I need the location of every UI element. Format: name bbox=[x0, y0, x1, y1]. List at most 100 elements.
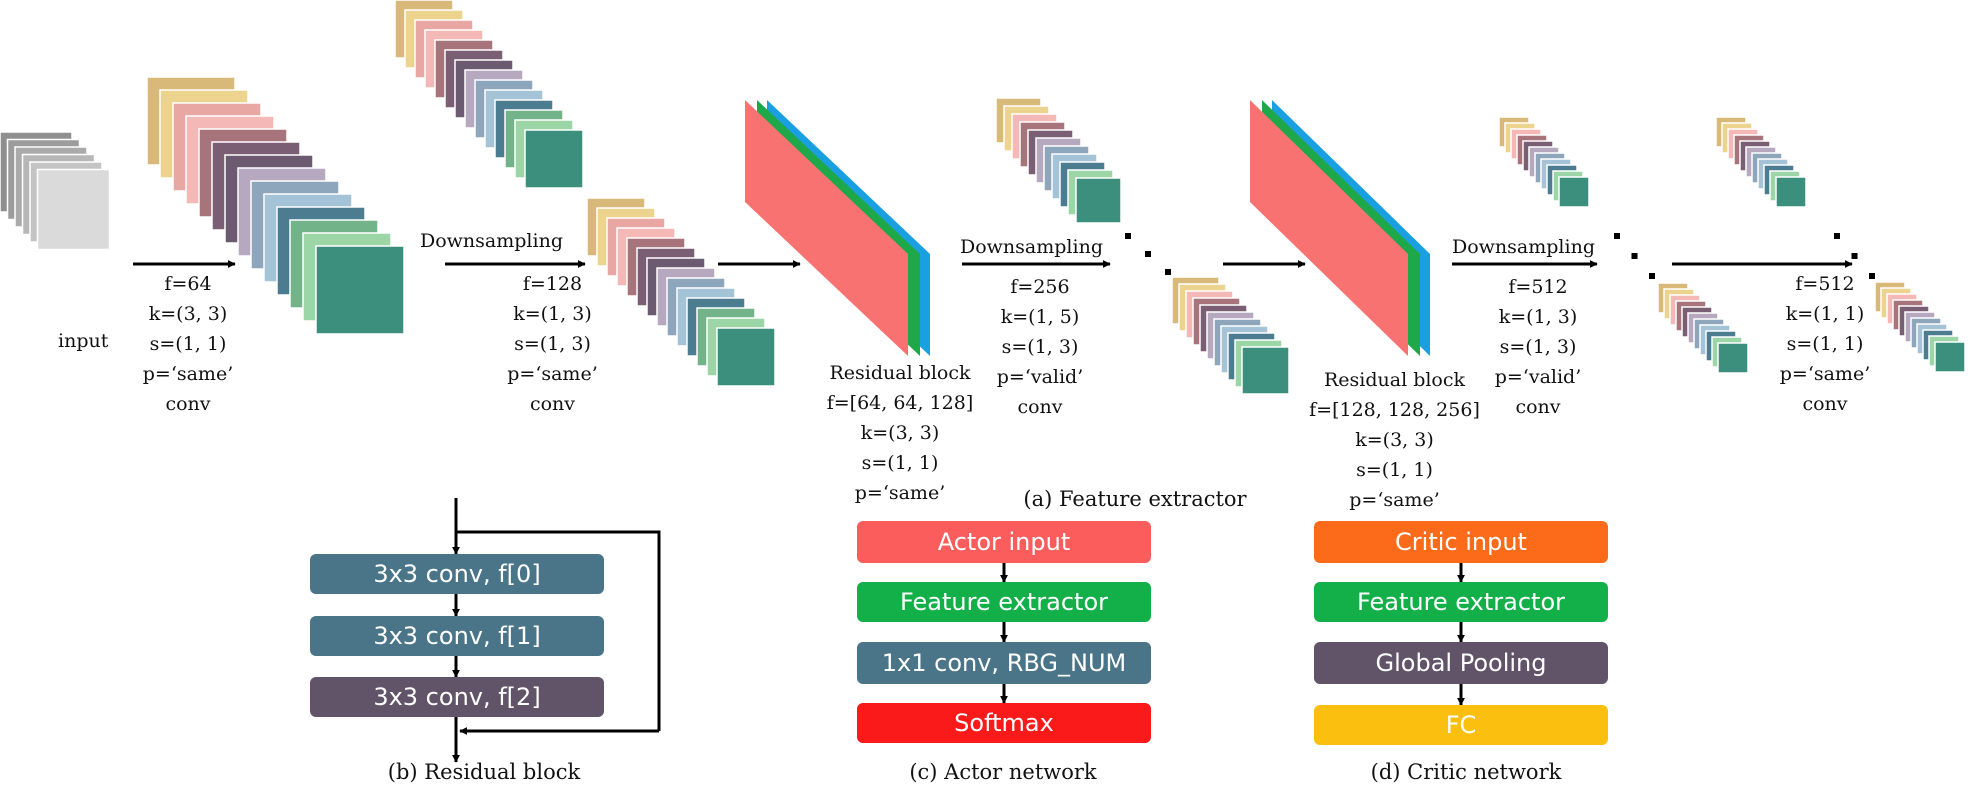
conv3-k: k=(1, 5) bbox=[1000, 306, 1080, 328]
caption-actor-network: (c) Actor network bbox=[909, 760, 1097, 784]
dots-stage-5 bbox=[1834, 233, 1875, 279]
conv3-p: p=‘valid’ bbox=[996, 366, 1084, 388]
conv1-s: s=(1, 1) bbox=[149, 333, 227, 355]
conv3-stack bbox=[1171, 276, 1290, 395]
conv1-p: p=‘same’ bbox=[142, 363, 234, 385]
ellipsis-dots bbox=[1125, 233, 1875, 279]
conv2-stack-top bbox=[394, 0, 584, 189]
conv4-p: p=‘valid’ bbox=[1494, 366, 1582, 388]
feature-map-stacks bbox=[0, 0, 1966, 395]
res2-f: f=[128, 128, 256] bbox=[1309, 399, 1480, 421]
conv3-f: f=256 bbox=[1010, 276, 1070, 298]
res2-p: p=‘same’ bbox=[1349, 489, 1440, 511]
actor-softmax-box: Softmax bbox=[857, 703, 1151, 743]
dots-stage-4-dot bbox=[1614, 233, 1620, 239]
conv3-stack-layer bbox=[1241, 346, 1290, 395]
conv5-stack-top bbox=[1715, 116, 1807, 208]
conv4-params: f=512 k=(1, 3) s=(1, 3) p=‘valid’ conv bbox=[1483, 272, 1593, 422]
dots-stage-4-dot bbox=[1649, 273, 1655, 279]
conv5-type: conv bbox=[1802, 393, 1848, 415]
input-stack bbox=[0, 131, 111, 251]
input-stack-layer bbox=[36, 168, 111, 251]
input-label: input bbox=[58, 330, 109, 352]
dots-stage-3-dot bbox=[1145, 251, 1151, 257]
conv5-f: f=512 bbox=[1795, 273, 1855, 295]
conv1-stack-layer bbox=[315, 245, 405, 335]
conv3-stack-top bbox=[995, 97, 1122, 224]
res1-p: p=‘same’ bbox=[854, 482, 946, 504]
residual-conv-f1: 3x3 conv, f[1] bbox=[310, 616, 604, 656]
residual-block-1-params: Residual block f=[64, 64, 128] k=(3, 3) … bbox=[810, 358, 990, 508]
conv2-stack bbox=[586, 197, 776, 387]
conv1-params: f=64 k=(3, 3) s=(1, 1) p=‘same’ conv bbox=[138, 269, 238, 419]
dots-stage-3 bbox=[1125, 233, 1171, 275]
residual-slab-1-layer bbox=[745, 100, 908, 356]
conv1-stack bbox=[146, 76, 405, 335]
residual-block-2-params: Residual block f=[128, 128, 256] k=(3, 3… bbox=[1297, 365, 1492, 515]
conv2-type: conv bbox=[529, 393, 576, 415]
conv4-stack-top bbox=[1498, 116, 1590, 208]
dots-stage-4 bbox=[1614, 233, 1655, 279]
conv1-f: f=64 bbox=[164, 273, 212, 295]
critic-global-pooling-box: Global Pooling bbox=[1314, 642, 1608, 684]
conv2-k: k=(1, 3) bbox=[513, 303, 592, 325]
dots-stage-3-dot bbox=[1165, 269, 1171, 275]
residual-skip-path bbox=[456, 530, 661, 731]
res1-f: f=[64, 64, 128] bbox=[826, 392, 974, 414]
conv4-stack bbox=[1657, 282, 1749, 374]
res2-title: Residual block bbox=[1323, 369, 1466, 391]
residual-slab-2 bbox=[1250, 100, 1430, 356]
conv4-type: conv bbox=[1515, 396, 1561, 418]
critic-fc-box: FC bbox=[1314, 705, 1608, 745]
downsampling-label-1: Downsampling bbox=[420, 230, 563, 252]
conv5-stack-top-layer bbox=[1775, 176, 1807, 208]
conv5-params: f=512 k=(1, 1) s=(1, 1) p=‘same’ conv bbox=[1770, 269, 1880, 419]
res1-k: k=(3, 3) bbox=[860, 422, 940, 444]
res1-title: Residual block bbox=[829, 362, 971, 384]
conv5-p: p=‘same’ bbox=[1779, 363, 1871, 385]
actor-input-box: Actor input bbox=[857, 521, 1151, 563]
conv4-stack-layer bbox=[1717, 342, 1749, 374]
critic-feature-extractor-box: Feature extractor bbox=[1314, 582, 1608, 622]
flow-arrows bbox=[133, 260, 1853, 763]
caption-feature-extractor: (a) Feature extractor bbox=[1023, 487, 1247, 511]
conv2-p: p=‘same’ bbox=[507, 363, 598, 385]
conv2-stack-layer bbox=[716, 327, 776, 387]
conv2-params: f=128 k=(1, 3) s=(1, 3) p=‘same’ conv bbox=[500, 269, 605, 419]
conv4-k: k=(1, 3) bbox=[1498, 306, 1578, 328]
conv3-type: conv bbox=[1017, 396, 1063, 418]
res2-s: s=(1, 1) bbox=[1356, 459, 1433, 481]
dots-stage-4-dot bbox=[1631, 253, 1638, 259]
dots-stage-3-dot bbox=[1125, 233, 1131, 239]
dots-stage-5-dot bbox=[1834, 233, 1840, 239]
conv4-stack-top-layer bbox=[1558, 176, 1590, 208]
conv3-stack-top-layer bbox=[1075, 177, 1122, 224]
dots-stage-5-dot bbox=[1851, 253, 1858, 259]
caption-critic-network: (d) Critic network bbox=[1370, 760, 1562, 784]
caption-residual-block: (b) Residual block bbox=[387, 760, 581, 784]
conv5-stack bbox=[1874, 281, 1966, 373]
conv5-s: s=(1, 1) bbox=[1786, 333, 1864, 355]
conv3-s: s=(1, 3) bbox=[1001, 336, 1079, 358]
residual-conv-f0: 3x3 conv, f[0] bbox=[310, 554, 604, 594]
downsampling-label-2: Downsampling bbox=[960, 236, 1103, 258]
conv2-s: s=(1, 3) bbox=[514, 333, 591, 355]
downsampling-label-3: Downsampling bbox=[1452, 236, 1595, 258]
res2-k: k=(3, 3) bbox=[1355, 429, 1434, 451]
res1-s: s=(1, 1) bbox=[861, 452, 939, 474]
conv1-k: k=(3, 3) bbox=[148, 303, 228, 325]
residual-slab-2-layer bbox=[1250, 100, 1408, 356]
conv3-params: f=256 k=(1, 5) s=(1, 3) p=‘valid’ conv bbox=[985, 272, 1095, 422]
conv2-stack-top-layer bbox=[524, 129, 584, 189]
residual-conv-f2: 3x3 conv, f[2] bbox=[310, 677, 604, 717]
residual-block-slabs bbox=[745, 100, 1430, 356]
conv4-f: f=512 bbox=[1508, 276, 1568, 298]
conv4-s: s=(1, 3) bbox=[1499, 336, 1577, 358]
conv5-k: k=(1, 1) bbox=[1785, 303, 1865, 325]
actor-conv-box: 1x1 conv, RBG_NUM bbox=[857, 642, 1151, 684]
conv2-f: f=128 bbox=[522, 273, 583, 295]
actor-feature-extractor-box: Feature extractor bbox=[857, 582, 1151, 622]
conv1-type: conv bbox=[165, 393, 211, 415]
residual-slab-1 bbox=[745, 100, 930, 356]
